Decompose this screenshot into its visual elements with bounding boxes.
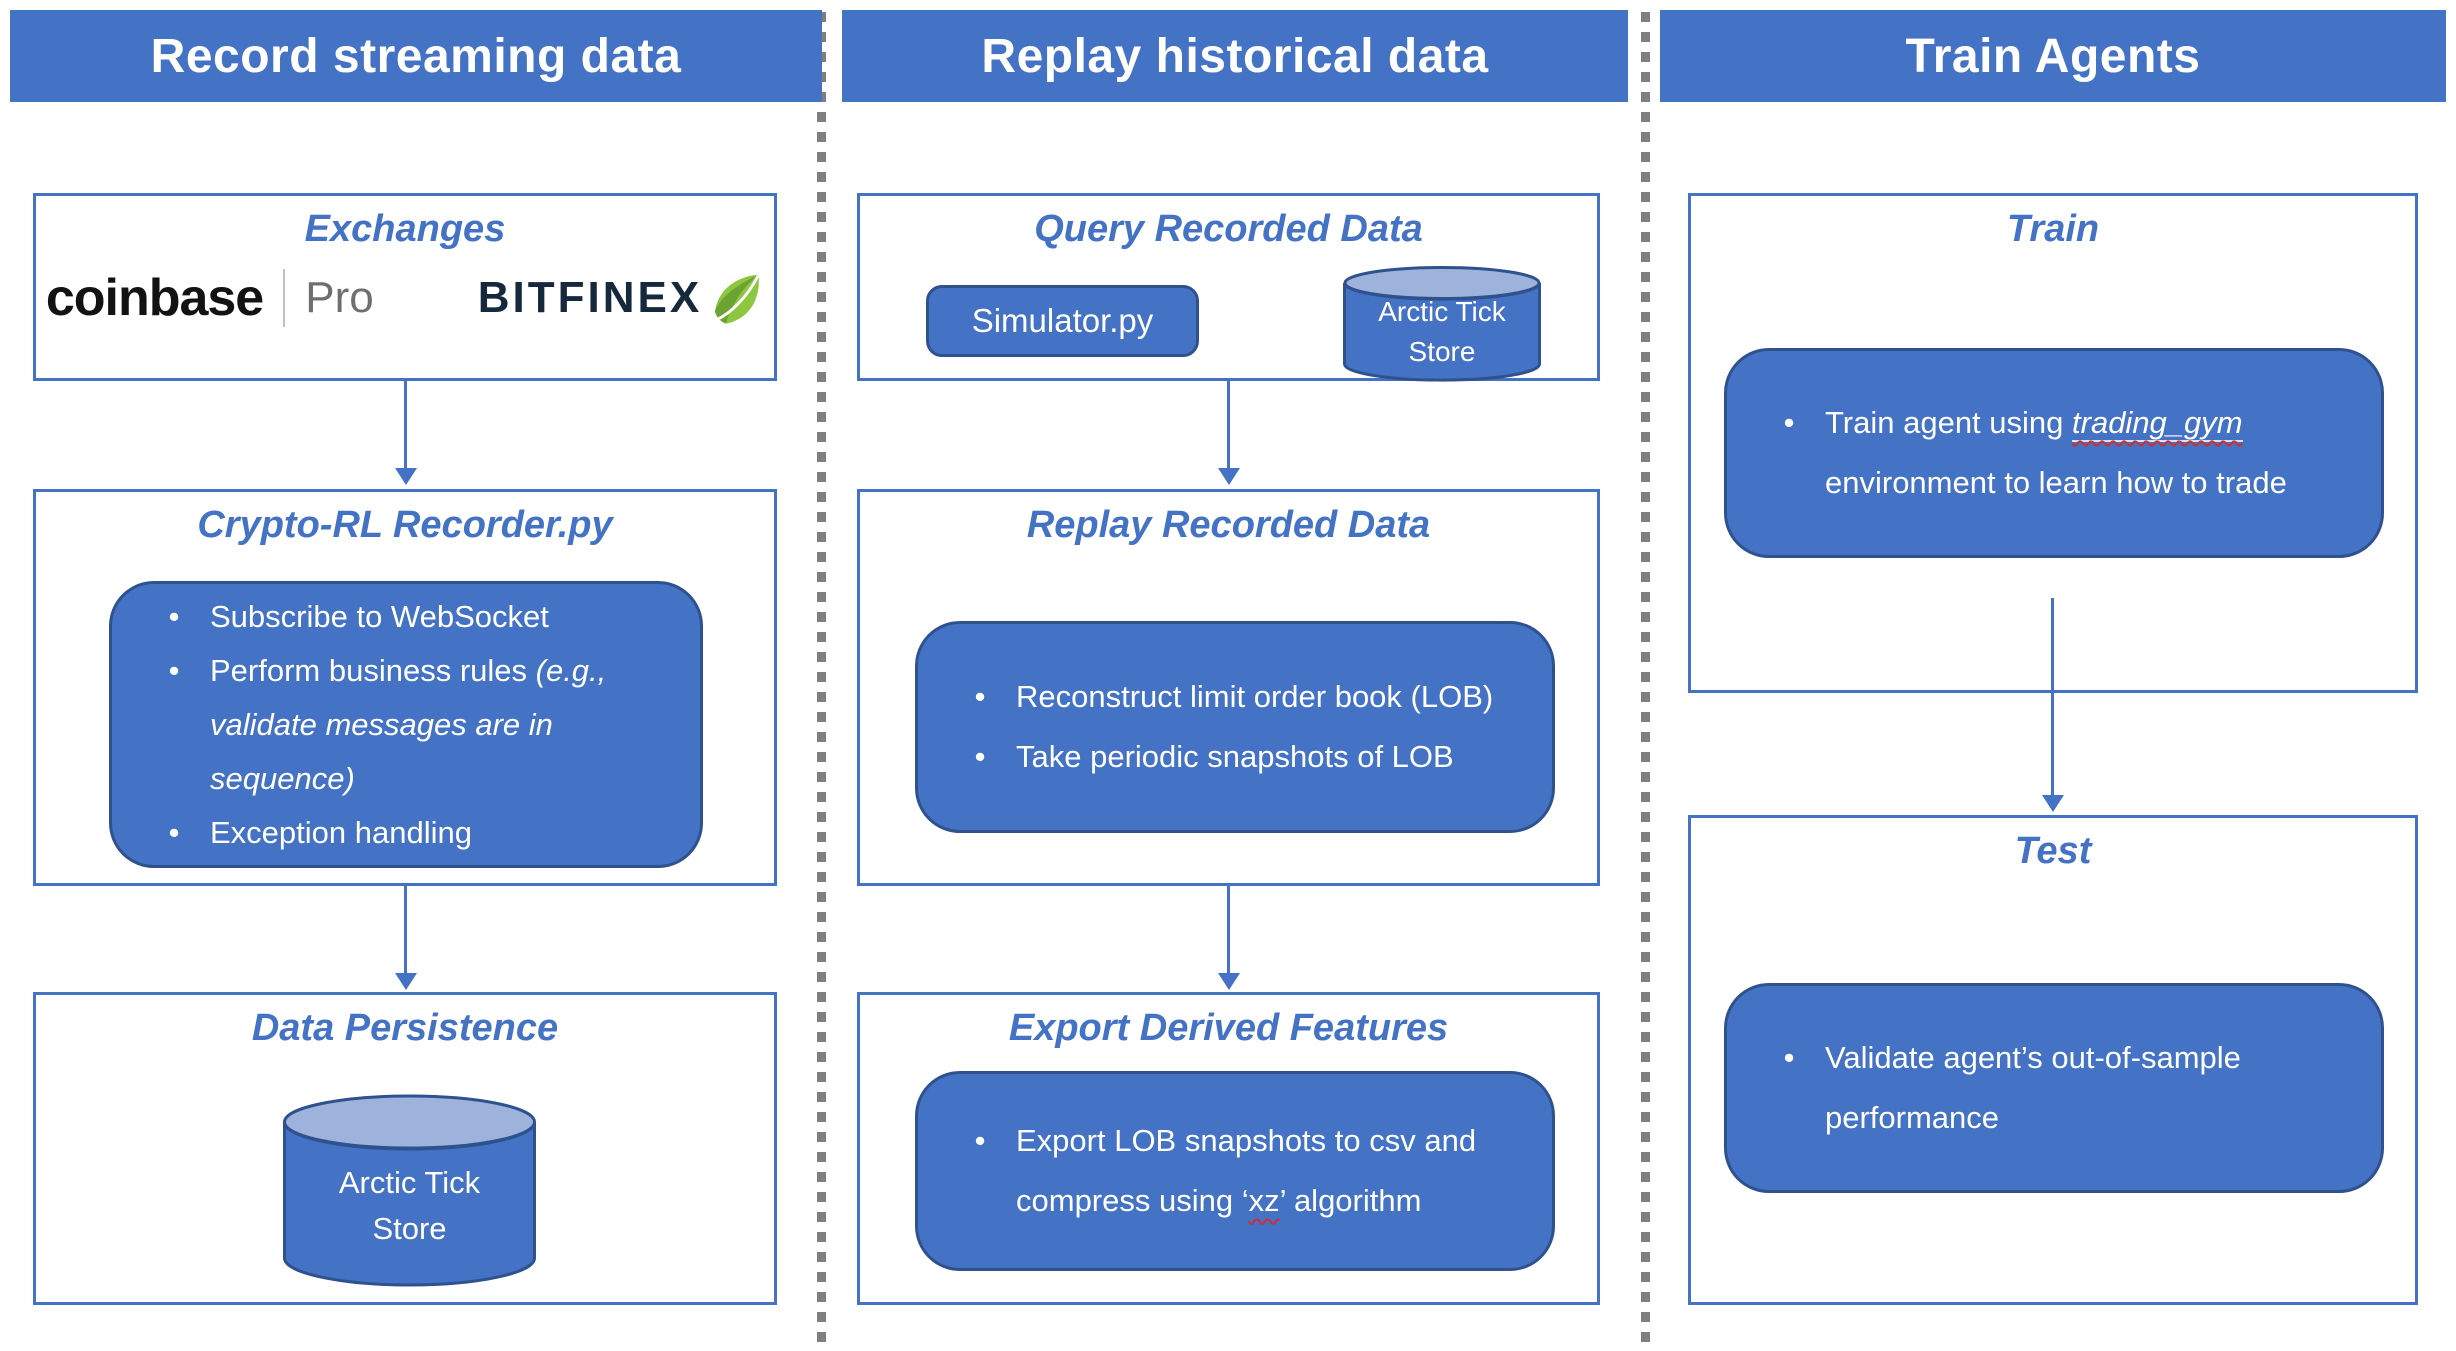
list-item: Take periodic snapshots of LOB	[944, 727, 1528, 787]
replay-bullet-2: Take periodic snapshots of LOB	[1016, 739, 1454, 774]
replay-bullet-1: Reconstruct limit order book (LOB)	[1016, 679, 1494, 714]
coinbase-wordmark: coinbase	[45, 269, 264, 327]
list-item: Subscribe to WebSocket	[138, 590, 676, 644]
arrow-exchanges-to-recorder	[394, 381, 417, 485]
column-divider-2	[1641, 12, 1650, 1347]
exchange-logos: coinbase Pro BITFINEX	[36, 268, 774, 328]
train-bullet-post: environment to learn how to trade	[1825, 465, 2287, 500]
train-title: Train	[2006, 208, 2100, 250]
query-recorded-data-title: Query Recorded Data	[1034, 208, 1423, 250]
test-bullet-1: Validate agent’s out-of-sample performan…	[1825, 1040, 2241, 1135]
export-bullet-1: Export LOB snapshots to csv and compress…	[1016, 1111, 1528, 1231]
export-bullet-xz-term: xz	[1248, 1183, 1280, 1218]
train-bullet-pre: Train agent using	[1825, 405, 2073, 440]
replay-recorded-data-title: Replay Recorded Data	[1026, 504, 1431, 546]
store-label-line1: Arctic Tick	[1378, 296, 1506, 327]
export-derived-features-box: Export Derived Features Export LOB snaps…	[857, 992, 1600, 1305]
list-item: Train agent using trading_gym environmen…	[1753, 393, 2357, 513]
header-replay-historical-data: Replay historical data	[842, 10, 1628, 102]
exchanges-title: Exchanges	[304, 208, 506, 250]
export-derived-features-title: Export Derived Features	[1008, 1007, 1449, 1049]
arrow-train-to-test	[2041, 598, 2064, 812]
store-label-line2: Store	[1408, 336, 1476, 367]
test-bullet-list: Validate agent’s out-of-sample performan…	[1727, 1022, 2381, 1154]
test-box: Test Validate agent’s out-of-sample perf…	[1688, 815, 2418, 1305]
export-bullet-list: Export LOB snapshots to csv and compress…	[918, 1105, 1552, 1237]
arrow-query-to-replay	[1217, 381, 1240, 485]
replay-recorded-data-box: Replay Recorded Data Reconstruct limit o…	[857, 489, 1600, 886]
bullet-marker	[944, 1111, 1016, 1171]
simulator-py-node: Simulator.py	[926, 285, 1199, 357]
bullet-marker	[944, 727, 1016, 787]
recorder-bullet-3: Exception handling	[210, 814, 472, 850]
replay-callout: Reconstruct limit order book (LOB) Take …	[915, 621, 1555, 833]
column-divider-1	[817, 12, 826, 1347]
query-recorded-data-box: Query Recorded Data Simulator.py Arctic …	[857, 193, 2199, 549]
bullet-marker	[138, 644, 210, 698]
export-callout: Export LOB snapshots to csv and compress…	[915, 1071, 1555, 1271]
coinbase-pro-logo: coinbase Pro	[46, 268, 374, 328]
train-bullet-1: Train agent using trading_gym environmen…	[1825, 393, 2357, 513]
data-persistence-box: Data Persistence Arctic Tick Store	[33, 992, 777, 1305]
recorder-bullet-list: Subscribe to WebSocket Perform business …	[112, 584, 700, 866]
arctic-tick-store-label: Arctic Tick Store	[281, 1093, 538, 1288]
arctic-tick-store-cylinder: Arctic Tick Store	[281, 1093, 538, 1288]
crypto-rl-recorder-box: Crypto-RL Recorder.py Subscribe to WebSo…	[33, 489, 777, 886]
data-persistence-title: Data Persistence	[251, 1007, 559, 1049]
test-title: Test	[2014, 830, 2092, 872]
bullet-marker	[138, 806, 210, 860]
recorder-bullet-2-italic: (e.g., validate messages are in sequence…	[210, 652, 607, 796]
recorder-bullet-1: Subscribe to WebSocket	[210, 598, 549, 634]
store-label-line1: Arctic Tick	[338, 1164, 481, 1200]
train-callout: Train agent using trading_gym environmen…	[1724, 348, 2384, 558]
recorder-bullet-2: Perform business rules (e.g., validate m…	[210, 644, 676, 806]
list-item: Perform business rules (e.g., validate m…	[138, 644, 676, 806]
list-item: Reconstruct limit order book (LOB)	[944, 667, 1528, 727]
logo-separator-bar	[283, 269, 286, 327]
arrow-replay-to-export	[1217, 886, 1240, 990]
recorder-bullet-2-regular: Perform business rules	[210, 652, 536, 688]
store-label-line2: Store	[372, 1210, 447, 1246]
pro-wordmark: Pro	[305, 273, 374, 322]
export-bullet-pre: Export LOB snapshots to csv and compress…	[1016, 1123, 1477, 1218]
header-record-streaming-data: Record streaming data	[10, 10, 822, 102]
bitfinex-wordmark: BITFINEX	[477, 273, 703, 322]
recorder-callout: Subscribe to WebSocket Perform business …	[109, 581, 703, 868]
arrow-recorder-to-persistence	[394, 886, 417, 990]
crypto-rl-recorder-title: Crypto-RL Recorder.py	[197, 504, 613, 546]
header-train-agents: Train Agents	[1660, 10, 2446, 102]
train-bullet-trading-gym-term: trading_gym	[2072, 405, 2243, 442]
bullet-marker	[138, 590, 210, 644]
exchanges-box: Exchanges coinbase Pro BITFINEX	[33, 193, 777, 381]
bitfinex-leaf-icon	[710, 271, 764, 325]
list-item: Validate agent’s out-of-sample performan…	[1753, 1028, 2357, 1148]
export-bullet-post: ’ algorithm	[1279, 1183, 1422, 1218]
test-callout: Validate agent’s out-of-sample performan…	[1724, 983, 2384, 1193]
list-item: Exception handling	[138, 806, 676, 860]
bitfinex-logo: BITFINEX	[478, 271, 764, 325]
bullet-marker	[1753, 393, 1825, 453]
bullet-marker	[1753, 1028, 1825, 1088]
list-item: Export LOB snapshots to csv and compress…	[944, 1111, 1528, 1231]
replay-bullet-list: Reconstruct limit order book (LOB) Take …	[918, 661, 1552, 793]
arctic-tick-store-small-label: Arctic Tick Store	[1342, 265, 1542, 383]
train-bullet-list: Train agent using trading_gym environmen…	[1727, 387, 2381, 519]
arctic-tick-store-cylinder-small: Arctic Tick Store	[1342, 265, 1542, 383]
bullet-marker	[944, 667, 1016, 727]
